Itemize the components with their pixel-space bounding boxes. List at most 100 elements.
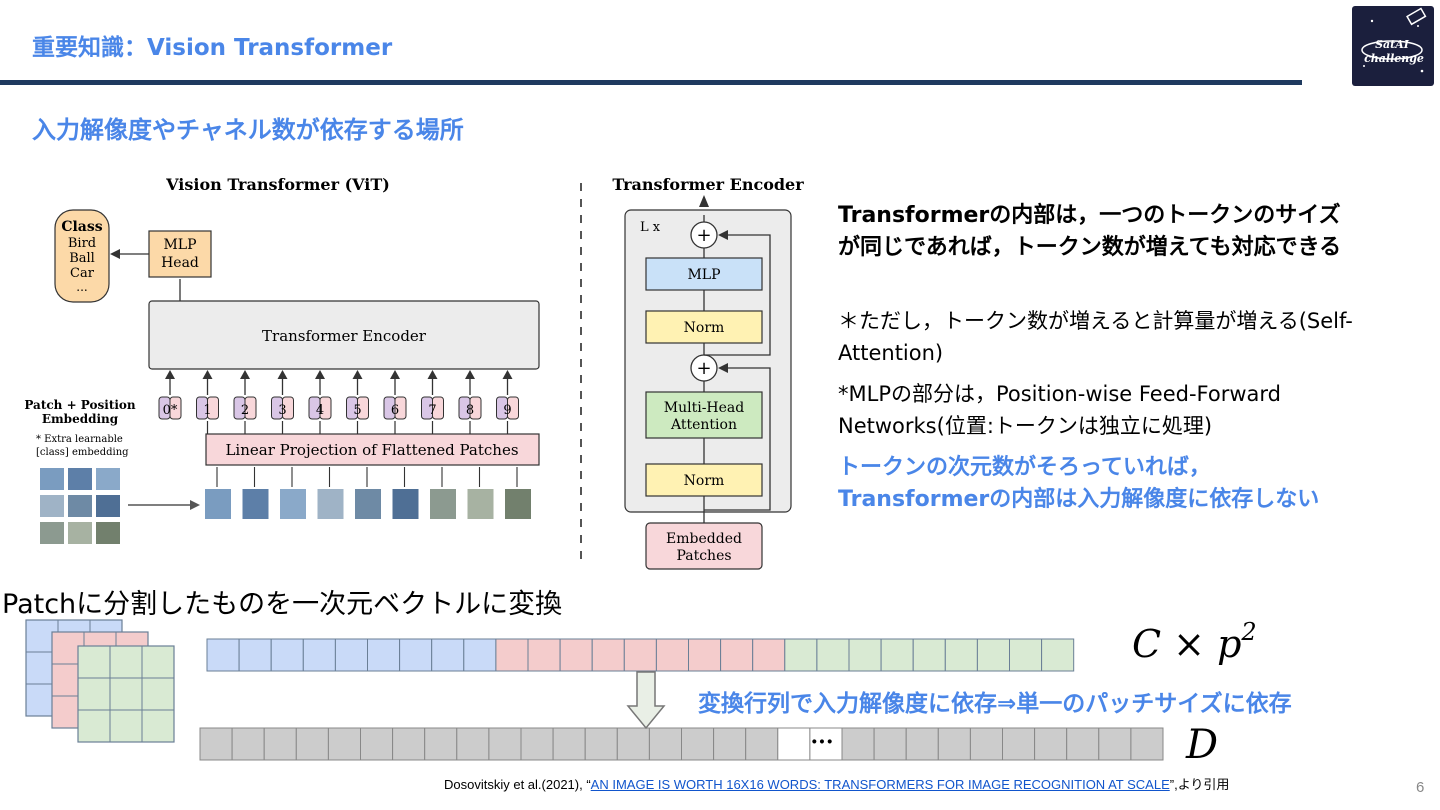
svg-text:challenge: challenge [1364, 52, 1424, 65]
flat-patch-image [280, 489, 306, 519]
vector-cell [559, 638, 593, 672]
residual-add-upper [690, 221, 718, 249]
flat-patch-image [242, 489, 269, 519]
embedding-cell [295, 727, 329, 761]
embedding-cell [841, 727, 875, 761]
vector-cell [623, 638, 657, 672]
norm-box-lower [645, 463, 763, 497]
embedded-label: Patches [676, 548, 731, 564]
flat-patch-image [392, 489, 419, 519]
class-box-title: Class [61, 219, 102, 235]
embedding-cell [745, 727, 779, 761]
embedding-vector-row [199, 727, 1164, 761]
vector-cell [206, 638, 240, 672]
vector-cell [752, 638, 786, 672]
transformer-encoder-label: Transformer Encoder [262, 327, 427, 345]
note-transformer-tokens: Transformerの内部は，一つのトークンのサイズが同じであれば，トークン数… [838, 203, 1342, 260]
embedding-cell [552, 727, 586, 761]
plus-upper: + [696, 225, 711, 246]
token-box [507, 396, 519, 420]
embedding-cell [520, 727, 554, 761]
embedding-cell [1002, 727, 1036, 761]
norm-label-lower: Norm [684, 473, 725, 489]
note-resolution-independent: トークンの次元数がそろっていれば，Transformerの内部は入力解像度に依存… [838, 455, 1320, 512]
flat-patch-image [505, 489, 531, 519]
class-item: Ball [69, 251, 95, 266]
embedding-cell [969, 727, 1004, 761]
embedding-cell [873, 727, 907, 761]
vit-title: Vision Transformer (ViT) [165, 175, 390, 194]
embedding-cell [231, 727, 265, 761]
flat-patch-image [317, 489, 344, 519]
norm-label-upper: Norm [684, 320, 725, 336]
citation-prefix: Dosovitskiy et al.(2021), “ [444, 777, 591, 792]
embedding-cell [327, 727, 361, 761]
stacked-channel-patches [25, 619, 175, 743]
embedding-cell [713, 727, 747, 761]
mlp-head-box [148, 230, 212, 278]
vector-cell [848, 638, 882, 672]
vector-cell [334, 638, 368, 672]
projection-down-arrow [626, 671, 666, 730]
embedding-cell [648, 727, 683, 761]
embedding-cell [937, 727, 971, 761]
svg-text:SatAI: SatAI [1375, 38, 1410, 51]
flat-patch-image [467, 489, 494, 519]
embedded-patches-box [645, 522, 763, 570]
satai-challenge-logo: SatAI challenge [1352, 6, 1434, 86]
multi-head-attention-box [645, 391, 763, 439]
embedding-cell [263, 727, 297, 761]
token-label: 7 [428, 403, 436, 418]
vector-cell [270, 638, 304, 672]
norm-box-upper [645, 310, 763, 344]
flat-patch-image [205, 489, 231, 519]
embedding-cell [488, 727, 522, 761]
embedding-cell [392, 727, 426, 761]
mlp-label: MLP [687, 267, 720, 283]
token-label: 9 [503, 403, 511, 418]
vector-cell [399, 638, 433, 672]
vector-cell [944, 638, 978, 672]
citation-link[interactable]: AN IMAGE IS WORTH 16X16 WORDS: TRANSFORM… [590, 777, 1170, 792]
transformer-encoder-box [148, 300, 540, 370]
vit-diagram: Vision Transformer (ViT) Transformer Enc… [24, 175, 804, 570]
embedding-cell [584, 727, 618, 761]
plus-lower: + [696, 358, 711, 379]
token-label: 4 [316, 403, 324, 418]
embedding-cell [360, 727, 394, 761]
residual-path-upper [704, 234, 771, 356]
token-label: 6 [391, 403, 399, 418]
mlp-head-line2: Head [161, 255, 199, 271]
logo-graphic: SatAI challenge [1361, 7, 1427, 73]
linear-projection-box [205, 433, 540, 466]
citation: Dosovitskiy et al.(2021), “AN IMAGE IS W… [444, 774, 1229, 793]
token-label: 1 [203, 403, 211, 418]
embedding-cell [905, 727, 939, 761]
vector-cell [527, 638, 561, 672]
vector-cell [720, 638, 754, 672]
vector-cell [1041, 638, 1075, 672]
slide-title: 重要知識：Vision Transformer [32, 35, 393, 61]
vector-cell [495, 638, 529, 672]
vector-cell [655, 638, 690, 672]
patch-position-label: Embedding [42, 412, 119, 426]
vector-cell [816, 638, 850, 672]
embedding-cell [616, 727, 650, 761]
embedding-cell [809, 727, 843, 761]
note-mlp-position-wise: *MLPの部分は，Position-wise Feed-Forward Netw… [838, 382, 1281, 438]
channel-patch-layer [77, 645, 175, 743]
token-label: 5 [353, 403, 361, 418]
token-box [244, 396, 257, 420]
vector-cell [880, 638, 914, 672]
vector-cell [591, 638, 625, 672]
vector-cell [238, 638, 272, 672]
transform-matrix-note: 変換行列で入力解像度に依存⇒単一のパッチサイズに依存 [698, 691, 1292, 717]
flattened-vector-row [206, 638, 1075, 672]
patch-flatten-caption: Patchに分割したものを一次元ベクトルに変換 [2, 589, 563, 620]
image-patch-grid [40, 468, 120, 544]
residual-path-lower [704, 367, 771, 511]
class-item: Bird [68, 236, 96, 251]
class-item: ... [76, 280, 87, 294]
vector-cell [302, 638, 336, 672]
